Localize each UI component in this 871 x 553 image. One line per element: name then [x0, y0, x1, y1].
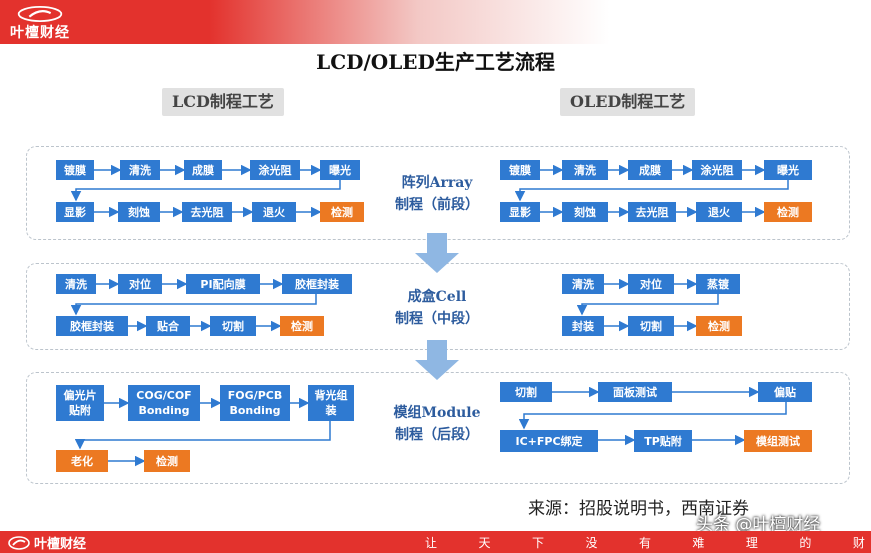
- oled-array-step: 显影: [500, 202, 540, 222]
- stage-cell-label: 成盒Cell 制程（中段）: [383, 286, 491, 330]
- lcd-module-aging-step: 老化: [56, 450, 108, 472]
- page-title: LCD/OLED生产工艺流程: [316, 50, 555, 74]
- stage-array-phase: 制程（前段）: [395, 197, 479, 213]
- oled-module-step: 切割: [500, 382, 552, 402]
- oled-cell-step: 蒸镀: [696, 274, 740, 294]
- lcd-cell-inspection-step: 检测: [280, 316, 324, 336]
- lcd-cell-step: 清洗: [56, 274, 96, 294]
- brand-name: 叶檀财经: [10, 25, 70, 41]
- slogan-char: 财: [852, 536, 865, 550]
- oled-array-step: 清洗: [562, 160, 608, 180]
- slogan-char: 理: [745, 536, 758, 550]
- lcd-module-step: 偏光片 贴附: [56, 385, 104, 421]
- oled-cell-inspection-step: 检测: [696, 316, 742, 336]
- arrow-array-to-cell-icon: [415, 233, 459, 273]
- lcd-module-step: 背光组 装: [308, 385, 354, 421]
- lcd-array-step: 显影: [56, 202, 94, 222]
- footer-slogan: 让 天 下 没 有 难 理 的 财: [425, 534, 865, 551]
- slogan-char: 让: [425, 536, 438, 550]
- lcd-array-step: 曝光: [320, 160, 360, 180]
- oled-module-step: 偏贴: [758, 382, 812, 402]
- stage-array-label: 阵列Array 制程（前段）: [383, 172, 491, 216]
- lcd-module-step-line1: 偏光片: [63, 389, 97, 402]
- oled-cell-step: 清洗: [562, 274, 604, 294]
- oled-array-step: 镀膜: [500, 160, 540, 180]
- lcd-module-step: COG/COF Bonding: [128, 385, 200, 421]
- lcd-module-step-line1: COG/COF: [136, 389, 192, 402]
- oled-module-step: TP贴附: [634, 430, 692, 452]
- lcd-cell-step: 切割: [210, 316, 256, 336]
- lcd-module-step-line2: 装: [325, 404, 337, 417]
- oled-array-step: 退火: [696, 202, 742, 222]
- oled-array-step: 涂光阻: [692, 160, 742, 180]
- slogan-char: 难: [692, 536, 705, 550]
- oled-array-step: 曝光: [764, 160, 812, 180]
- lcd-module-step-line1: FOG/PCB: [227, 389, 283, 402]
- arrow-cell-to-module-icon: [415, 340, 459, 380]
- oled-cell-step: 封装: [562, 316, 604, 336]
- slogan-char: 没: [585, 536, 598, 550]
- header-bar: 叶檀财经: [0, 0, 871, 46]
- lcd-cell-step: 对位: [118, 274, 162, 294]
- oled-module-step: 面板测试: [598, 382, 672, 402]
- stage-module-phase: 制程（后段）: [395, 427, 479, 443]
- lcd-array-step: 去光阻: [182, 202, 232, 222]
- slogan-char: 天: [478, 536, 491, 550]
- lcd-module-step-line2: Bonding: [138, 404, 190, 417]
- lcd-module-step-line2: Bonding: [229, 404, 281, 417]
- lcd-cell-step: 胶框封装: [282, 274, 352, 294]
- watermark: 头条 @叶檀财经: [696, 515, 821, 535]
- brand-swoosh-icon: [17, 6, 63, 22]
- footer-brand-name: 叶檀财经: [34, 537, 87, 552]
- lcd-cell-step: 胶框封装: [56, 316, 128, 336]
- header-background: [0, 0, 871, 44]
- oled-array-step: 成膜: [628, 160, 672, 180]
- oled-module-test-step: 模组测试: [744, 430, 812, 452]
- source-note: 来源：招股说明书，西南证券: [528, 499, 749, 519]
- lcd-array-inspection-step: 检测: [320, 202, 364, 222]
- slogan-char: 的: [799, 536, 812, 550]
- stage-module-label: 模组Module 制程（后段）: [378, 402, 496, 446]
- lcd-module-inspection-step: 检测: [144, 450, 190, 472]
- oled-array-step: 去光阻: [628, 202, 676, 222]
- oled-heading: OLED制程工艺: [560, 88, 696, 116]
- stage-cell-name: 成盒Cell: [407, 289, 467, 305]
- lcd-module-step-line2: 贴附: [69, 404, 91, 417]
- lcd-array-step: 清洗: [120, 160, 160, 180]
- lcd-array-step: 刻蚀: [118, 202, 160, 222]
- lcd-cell-step: PI配向膜: [186, 274, 260, 294]
- brand-logo: 叶檀财经: [10, 6, 70, 42]
- oled-array-step: 刻蚀: [562, 202, 608, 222]
- lcd-module-step-line1: 背光组: [314, 389, 348, 402]
- lcd-array-step: 涂光阻: [250, 160, 300, 180]
- stage-cell-phase: 制程（中段）: [395, 311, 479, 327]
- lcd-array-step: 镀膜: [56, 160, 94, 180]
- lcd-heading: LCD制程工艺: [162, 88, 284, 116]
- stage-array-name: 阵列Array: [401, 175, 473, 191]
- oled-cell-step: 切割: [628, 316, 674, 336]
- lcd-array-step: 成膜: [184, 160, 222, 180]
- slogan-char: 有: [638, 536, 651, 550]
- lcd-cell-step: 贴合: [146, 316, 190, 336]
- slogan-char: 下: [531, 536, 544, 550]
- footer-bar: 叶檀财经 让 天 下 没 有 难 理 的 财: [0, 531, 871, 553]
- footer-swoosh-icon: [8, 535, 30, 550]
- lcd-array-step: 退火: [252, 202, 296, 222]
- oled-array-inspection-step: 检测: [764, 202, 812, 222]
- stage-module-name: 模组Module: [393, 405, 481, 421]
- footer-brand-logo: 叶檀财经: [8, 533, 86, 552]
- lcd-module-step: FOG/PCB Bonding: [220, 385, 290, 421]
- oled-cell-step: 对位: [628, 274, 674, 294]
- oled-module-step: IC+FPC绑定: [500, 430, 598, 452]
